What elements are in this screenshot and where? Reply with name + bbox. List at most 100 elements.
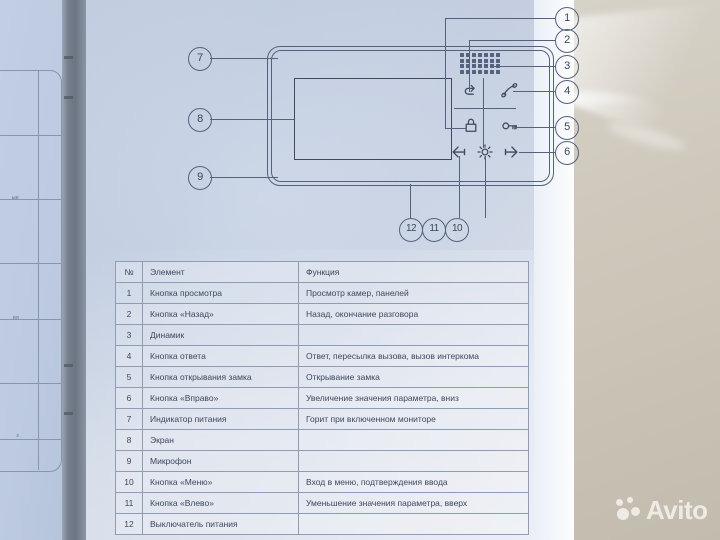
- leader-line-2: [469, 40, 555, 41]
- avito-logo-text: Avito: [646, 495, 708, 525]
- cell-number: 4: [115, 345, 143, 367]
- table-row: 10 Кнопка «Меню» Вход в меню, подтвержде…: [115, 471, 529, 493]
- cell-number: 5: [115, 366, 143, 388]
- callout-9[interactable]: 9: [188, 166, 212, 190]
- callout-1[interactable]: 1: [555, 7, 579, 31]
- left-arrow-icon[interactable]: [448, 141, 470, 163]
- avito-watermark: Avito: [616, 492, 714, 528]
- legend-table: № Элемент Функция 1 Кнопка просмотра Про…: [115, 261, 529, 535]
- background-surface: [557, 0, 720, 540]
- cell-element: Выключатель питания: [142, 513, 299, 535]
- cell-element: Кнопка ответа: [142, 345, 299, 367]
- cell-function: Ответ, пересылка вызова, вызов интеркома: [298, 345, 529, 367]
- cell-number: 10: [115, 471, 143, 493]
- speaker-grille-icon: [460, 53, 500, 74]
- legend-table-body: № Элемент Функция 1 Кнопка просмотра Про…: [115, 261, 529, 535]
- column-header-function: Функция: [298, 261, 529, 283]
- monitor-screen: [294, 78, 452, 160]
- leader-line-6: [519, 152, 555, 153]
- callout-6[interactable]: 6: [555, 141, 579, 165]
- cell-function: [298, 429, 529, 451]
- adjacent-page-column-divider: [38, 70, 39, 470]
- cell-number: 2: [115, 303, 143, 325]
- cell-function: [298, 513, 529, 535]
- leader-line-10: [485, 156, 486, 218]
- column-header-element: Элемент: [142, 261, 299, 283]
- cell-element: Кнопка «Меню»: [142, 471, 299, 493]
- cell-function: Уменьшение значения параметра, вверх: [298, 492, 529, 514]
- table-header-row: № Элемент Функция: [115, 261, 529, 283]
- cell-element: Динамик: [142, 324, 299, 346]
- callout-10[interactable]: 10: [445, 218, 469, 242]
- cell-number: 9: [115, 450, 143, 472]
- leader-line-4: [513, 91, 555, 92]
- cell-element: Кнопка «Влево»: [142, 492, 299, 514]
- cell-element: Индикатор питания: [142, 408, 299, 430]
- table-row: 4 Кнопка ответа Ответ, пересылка вызова,…: [115, 345, 529, 367]
- leader-line-1: [445, 18, 555, 19]
- padlock-icon[interactable]: [460, 114, 482, 136]
- callout-12[interactable]: 12: [399, 218, 423, 242]
- monitor-bezel-outline: [271, 50, 550, 182]
- book-binding-spine: [62, 0, 86, 540]
- leader-line-12: [410, 184, 411, 218]
- leader-line-3: [492, 66, 555, 67]
- cell-element: Кнопка просмотра: [142, 282, 299, 304]
- cell-number: 3: [115, 324, 143, 346]
- callout-4[interactable]: 4: [555, 80, 579, 104]
- cell-number: 11: [115, 492, 143, 514]
- table-row: 12 Выключатель питания: [115, 513, 529, 535]
- column-header-number: №: [115, 261, 143, 283]
- cell-number: 1: [115, 282, 143, 304]
- table-row: 3 Динамик: [115, 324, 529, 346]
- leader-line-5: [516, 127, 555, 128]
- leader-line-1: [445, 128, 467, 129]
- table-row: 9 Микрофон: [115, 450, 529, 472]
- leader-line-11: [459, 156, 460, 218]
- callout-2[interactable]: 2: [555, 29, 579, 53]
- callout-5[interactable]: 5: [555, 116, 579, 140]
- table-row: 7 Индикатор питания Горит при включенном…: [115, 408, 529, 430]
- phone-handset-icon[interactable]: [499, 80, 521, 102]
- leader-line-1: [445, 18, 446, 128]
- leader-line-8: [210, 119, 294, 120]
- cell-number: 8: [115, 429, 143, 451]
- cell-function: Открывание замка: [298, 366, 529, 388]
- cell-function: [298, 450, 529, 472]
- table-row: 6 Кнопка «Вправо» Увеличение значения па…: [115, 387, 529, 409]
- cell-element: Кнопка открывания замка: [142, 366, 299, 388]
- cell-function: Горит при включенном мониторе: [298, 408, 529, 430]
- back-arrow-icon[interactable]: [460, 81, 482, 103]
- callout-7[interactable]: 7: [188, 47, 212, 71]
- table-row: 5 Кнопка открывания замка Открывание зам…: [115, 366, 529, 388]
- right-arrow-icon[interactable]: [500, 141, 522, 163]
- cell-number: 12: [115, 513, 143, 535]
- avito-logo-icon: [616, 497, 642, 523]
- cell-function: Просмотр камер, панелей: [298, 282, 529, 304]
- table-row: 1 Кнопка просмотра Просмотр камер, панел…: [115, 282, 529, 304]
- cell-number: 7: [115, 408, 143, 430]
- cell-function: [298, 324, 529, 346]
- callout-11[interactable]: 11: [422, 218, 446, 242]
- cell-number: 6: [115, 387, 143, 409]
- cell-element: Кнопка «Назад»: [142, 303, 299, 325]
- table-row: 2 Кнопка «Назад» Назад, окончание разгов…: [115, 303, 529, 325]
- callout-3[interactable]: 3: [555, 55, 579, 79]
- cell-function: Вход в меню, подтверждения ввода: [298, 471, 529, 493]
- cell-element: Микрофон: [142, 450, 299, 472]
- cell-function: Увеличение значения параметра, вниз: [298, 387, 529, 409]
- cell-element: Кнопка «Вправо»: [142, 387, 299, 409]
- leader-line-7: [210, 58, 278, 59]
- cell-element: Экран: [142, 429, 299, 451]
- table-row: 8 Экран: [115, 429, 529, 451]
- callout-8[interactable]: 8: [188, 108, 212, 132]
- monitor-diagram: 1 2 3 4 5 6 7 8 9 12 11 10: [172, 0, 620, 252]
- key-icon[interactable]: [499, 114, 521, 136]
- leader-line-2: [469, 40, 470, 92]
- keypad-separator-vertical: [483, 78, 484, 148]
- cell-function: Назад, окончание разговора: [298, 303, 529, 325]
- table-row: 11 Кнопка «Влево» Уменьшение значения па…: [115, 492, 529, 514]
